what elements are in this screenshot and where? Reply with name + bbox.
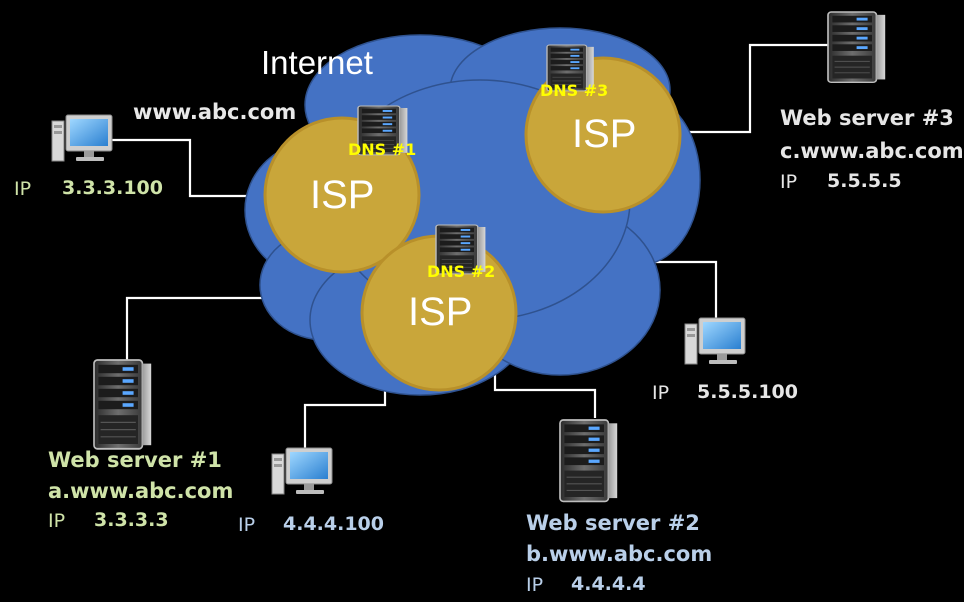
isp1-label: ISP: [310, 173, 375, 217]
dns1-label: DNS #1: [348, 140, 417, 159]
link-client1-isp1: [98, 138, 262, 198]
client3-desktop-computer-icon: [684, 317, 746, 365]
web-server2-host: b.www.abc.com: [526, 542, 713, 566]
isp3-label: ISP: [572, 112, 637, 156]
client2-ip-value: 4.4.4.100: [283, 513, 384, 535]
isp-nodes: [263, 56, 682, 392]
client1-ip-value: 3.3.3.100: [62, 177, 163, 199]
web-server3-ip-label: IP: [780, 171, 798, 193]
web-server3-host: c.www.abc.com: [780, 139, 964, 163]
web-server2-name: Web server #2: [526, 511, 700, 535]
client1-ip-label: IP: [14, 178, 32, 200]
isp-node-1: [263, 116, 421, 274]
client3-ip-value: 5.5.5.100: [697, 381, 798, 403]
web-server3-name: Web server #3: [780, 106, 954, 130]
web-server1-host: a.www.abc.com: [48, 479, 234, 503]
client2-desktop-computer-icon: [271, 447, 333, 495]
web-server2-ip-label: IP: [526, 574, 544, 596]
web-server3-server-icon: [827, 11, 887, 84]
link-server2-isp2: [493, 372, 597, 418]
web-server2-server-icon: [559, 419, 619, 503]
web-server1-ip-label: IP: [48, 510, 66, 532]
client1-desktop-computer-icon: [51, 114, 113, 162]
client2-ip-label: IP: [238, 514, 256, 536]
dns3-label: DNS #3: [540, 81, 609, 100]
network-diagram: Internet www.abc.com ISP ISP ISP DNS #1 …: [14, 11, 964, 596]
web-server2-ip-value: 4.4.4.4: [571, 573, 646, 595]
diagram-canvas: [51, 11, 887, 503]
web-server1-server-icon: [93, 359, 153, 450]
dns2-label: DNS #2: [427, 262, 496, 281]
isp-node-3: [524, 56, 682, 214]
client3-ip-label: IP: [652, 382, 670, 404]
internet-label: Internet: [261, 44, 373, 81]
link-server3-isp3: [678, 43, 828, 134]
web-server1-name: Web server #1: [48, 448, 222, 472]
web-server3-ip-value: 5.5.5.5: [827, 170, 902, 192]
domain-label: www.abc.com: [133, 100, 297, 124]
isp2-label: ISP: [408, 290, 473, 334]
web-server1-ip-value: 3.3.3.3: [94, 509, 169, 531]
